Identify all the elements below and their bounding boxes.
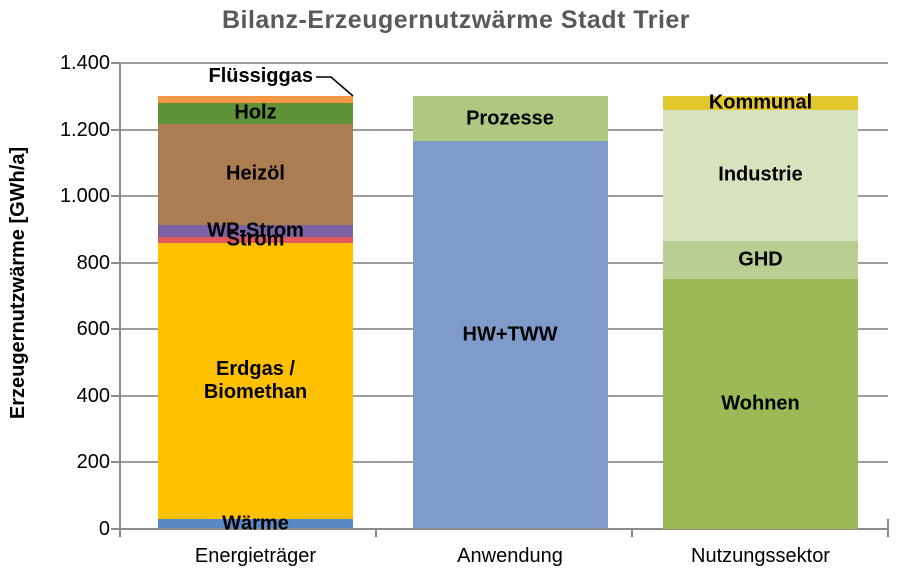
chart-title: Bilanz-Erzeugernutzwärme Stadt Trier (221, 6, 691, 34)
y-tick-label: 1.000 (59, 185, 110, 207)
y-axis-line (119, 63, 121, 536)
x-tick (631, 528, 633, 537)
gridline-1.400 (120, 62, 888, 64)
callout-line (316, 76, 354, 97)
bar-segment-strom (158, 236, 353, 243)
y-tick-1.000 (111, 195, 120, 197)
bar-segment-industrie (663, 109, 858, 241)
x-tick (375, 528, 377, 537)
y-tick-200 (111, 461, 120, 463)
y-tick-800 (111, 261, 120, 264)
bar-segment-erdgas-biomethan (158, 242, 353, 519)
y-tick-600 (111, 328, 120, 330)
x-tick (887, 518, 889, 537)
bar-segment-wohnen (663, 279, 858, 529)
bar-segment-wp-strom (158, 224, 353, 237)
category-label-3: Nutzungssektor (691, 545, 830, 567)
y-tick-label: 0 (98, 517, 110, 540)
x-axis-line (111, 527, 889, 530)
y-tick-label: 1.200 (59, 118, 110, 141)
y-tick-label: 800 (76, 251, 110, 274)
y-tick-400 (111, 394, 120, 397)
y-axis-title: Erzeugernutzwärme [GWh/a] (7, 146, 29, 420)
bar-segment-ghd (663, 240, 858, 280)
category-label-1: Energieträger (194, 545, 317, 567)
x-tick (119, 528, 121, 537)
bar-segment-hw-tww (412, 141, 608, 529)
y-tick-label: 600 (76, 318, 110, 340)
bar-segment-prozesse (412, 96, 608, 142)
bar-segment-holz (158, 102, 353, 124)
bar-segment-heiz-l (158, 123, 353, 225)
y-tick-label: 400 (76, 384, 110, 407)
bar-segment-kommunal (663, 96, 858, 110)
bar-segment-fl-ssiggas (158, 96, 353, 103)
callout-label-fluessiggas: Flüssiggas (208, 65, 313, 87)
y-tick-1.200 (111, 128, 120, 131)
y-tick-1.400 (111, 62, 120, 64)
bar-segment-w-rme (158, 518, 353, 529)
y-tick-label: 200 (76, 451, 110, 473)
y-tick-label: 1.400 (59, 52, 110, 74)
category-label-2: Anwendung (457, 545, 563, 567)
